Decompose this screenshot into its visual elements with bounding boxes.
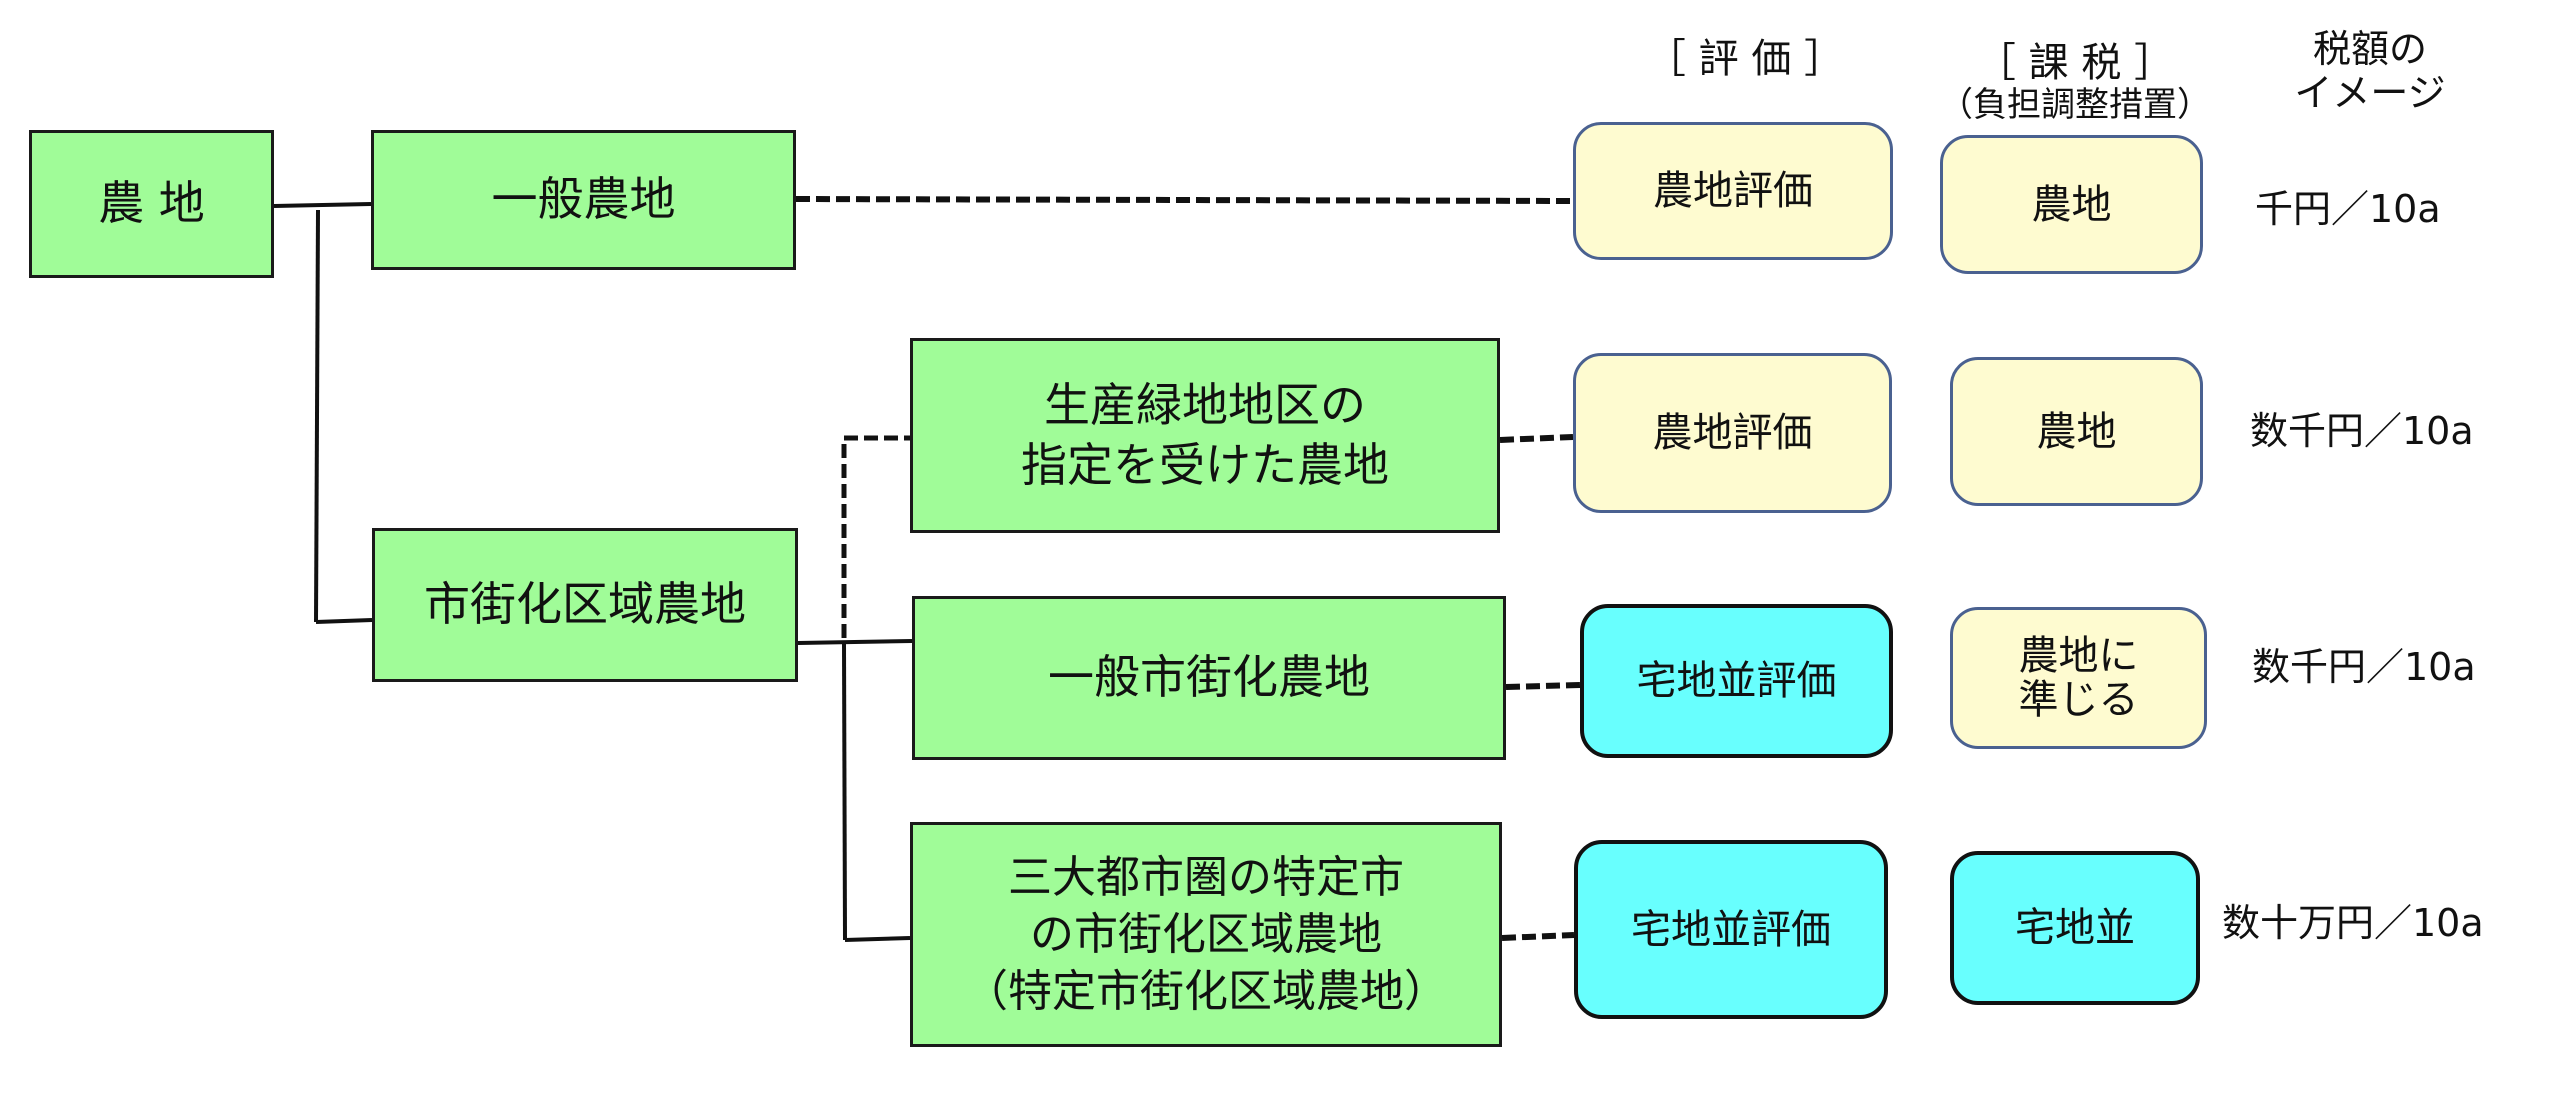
node-urbanization-farmland: 市街化区域農地: [372, 528, 798, 682]
eval-box-row-2: 農地評価: [1573, 353, 1892, 513]
node-productive-green-farmland: 生産緑地地区の 指定を受けた農地: [910, 338, 1500, 533]
header-evaluation: ［ 評 価 ］: [1645, 36, 1845, 82]
tax-box-row-1: 農地: [1940, 135, 2203, 274]
header-taxation: ［ 課 税 ］ （負担調整措置）: [1930, 40, 2220, 125]
header-taxation-title: ［ 課 税 ］: [1975, 40, 2175, 86]
dashed-general-to-eval: [795, 196, 1574, 204]
eval-box-row-3: 宅地並評価: [1580, 604, 1893, 758]
node-general-urban-farmland: 一般市街化農地: [912, 596, 1506, 760]
dashed-urban-to-productive: [841, 435, 910, 638]
dashed-productive-to-eval: [1499, 434, 1574, 443]
header-tax-image: 税額の イメージ: [2294, 27, 2446, 115]
connector-trunk-to-specified-urban: [844, 936, 911, 942]
connector-urban-trunk: [842, 642, 847, 941]
tax-box-row-3: 農地に 準じる: [1950, 607, 2207, 749]
tax-box-row-2: 農地: [1950, 357, 2203, 506]
dashed-specified-to-eval: [1501, 932, 1575, 941]
eval-box-row-4: 宅地並評価: [1574, 840, 1888, 1019]
connector-trunk-to-urbanization: [315, 618, 373, 624]
node-specified-urban-farmland: 三大都市圏の特定市 の市街化区域農地 （特定市街化区域農地）: [910, 822, 1502, 1047]
tax-amount-row-4: 数十万円／10a: [2222, 901, 2484, 945]
eval-box-row-1: 農地評価: [1573, 122, 1893, 260]
tax-amount-row-3: 数千円／10a: [2252, 645, 2476, 689]
node-general-farmland: 一般農地: [371, 130, 796, 270]
connector-root-to-general: [273, 202, 372, 208]
dashed-general-urban-to-eval: [1505, 682, 1581, 690]
header-taxation-subtitle: （負担調整措置）: [1939, 85, 2211, 125]
node-farmland-root: 農 地: [29, 130, 274, 278]
connector-urbanization-to-general-urban: [797, 639, 913, 645]
tax-amount-row-1: 千円／10a: [2255, 187, 2441, 231]
tax-box-row-4: 宅地並: [1950, 851, 2200, 1005]
tax-amount-row-2: 数千円／10a: [2250, 409, 2474, 453]
connector-root-trunk: [314, 209, 320, 623]
